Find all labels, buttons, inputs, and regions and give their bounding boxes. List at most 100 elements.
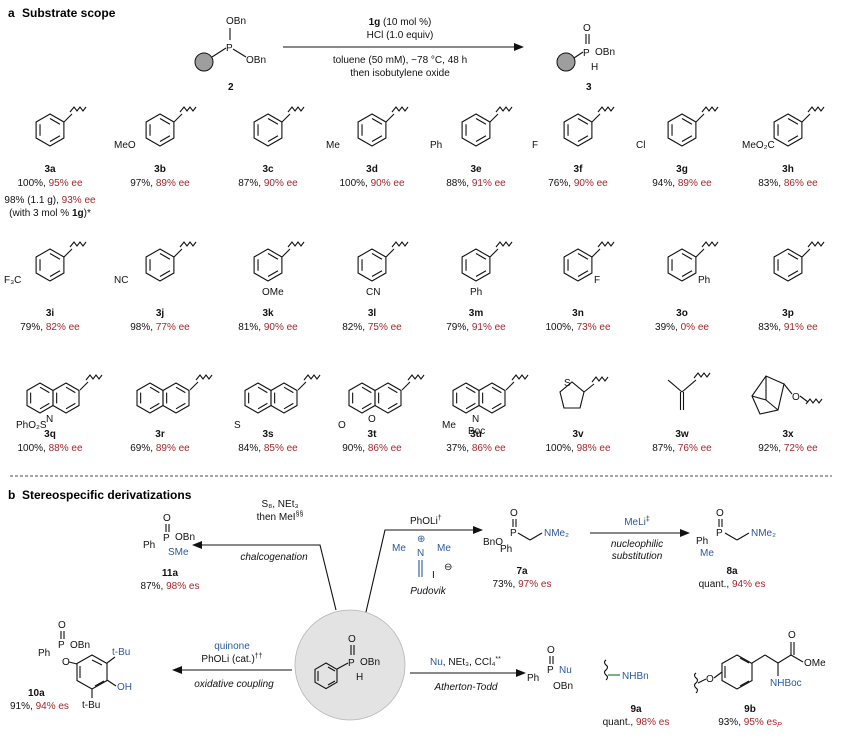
3a-catalyst-loading: (with 3 mol % 1g)*: [9, 208, 91, 219]
compound-yield: 39%, 0% ee: [655, 322, 709, 333]
atom-tbu: t-Bu: [82, 700, 100, 711]
compound-label: 3e: [470, 164, 482, 175]
atom-obn: OBn: [70, 640, 90, 651]
compound-10a: Ph P O OBn O t-Bu OH t-Bu 10a 91%, 94% e…: [10, 620, 132, 712]
atom-obn: OBn: [246, 55, 266, 66]
atom-ph: Ph: [143, 540, 155, 551]
atom-o: O: [716, 508, 724, 519]
atom-o: O: [58, 620, 66, 631]
compound-3: P O OBn H 3: [556, 23, 615, 93]
reaction-arrow-a: 1g (10 mol %) HCl (1.0 equiv) toluene (5…: [283, 17, 524, 79]
atom-ph: Ph: [527, 673, 539, 684]
atom-substituent: PhO₂S: [16, 420, 47, 431]
compound-yield: 87%, 90% ee: [238, 178, 298, 189]
compound-label: 2: [228, 82, 234, 93]
reagent-hcl: HCl (1.0 equiv): [367, 30, 434, 41]
atom-h: H: [356, 672, 363, 683]
compound-label: 3g: [676, 164, 688, 175]
atom-ph: Ph: [500, 544, 512, 555]
compound-label: 7a: [516, 566, 528, 577]
compound-yield: 84%, 85% ee: [238, 443, 298, 454]
compound-yield: 81%, 90% ee: [238, 322, 298, 333]
atom-p: P: [58, 640, 65, 651]
atom-substituent: Ph: [698, 275, 710, 286]
atom-heteroatom: N: [472, 414, 479, 425]
compound-label: 3s: [262, 429, 274, 440]
compound-label: 3x: [782, 429, 794, 440]
atom-p: P: [547, 665, 554, 676]
compound-yield: 69%, 89% ee: [130, 443, 190, 454]
compound-8a: Ph P O Me NMe₂ 8a quant., 94% es: [696, 508, 776, 590]
pudovik-label: Pudovik: [410, 586, 447, 597]
atom-i: I: [432, 570, 435, 581]
compound-label: 9a: [630, 704, 642, 715]
compound-label: 10a: [28, 688, 45, 699]
atom-o: O: [62, 657, 70, 668]
compound-label: 3v: [572, 429, 584, 440]
compound-yield: 91%, 94% es: [10, 701, 69, 712]
atom-substituent: Ph: [470, 287, 482, 298]
compound-yield: 76%, 90% ee: [548, 178, 608, 189]
oxidative-coupling-label: oxidative coupling: [194, 679, 274, 690]
atom-o: O: [348, 634, 356, 645]
reagent-s8: S₈, NEt₃: [261, 499, 298, 510]
3a-gram-scale: 98% (1.1 g), 93% ee: [4, 195, 96, 206]
compound-label: 3d: [366, 164, 378, 175]
compound-nu-product: Ph P O Nu OBn: [527, 645, 573, 692]
compound-9a: NHBn 9a quant., 98% es: [603, 659, 669, 728]
charge-minus: ⊖: [444, 562, 452, 573]
charge-plus: ⊕: [417, 534, 425, 545]
atom-p: P: [510, 528, 517, 539]
compound-9b: O O OMe NHBoc 9b 93%, 95% esP: [693, 630, 826, 729]
grey-ball-icon: [556, 52, 576, 72]
compound-yield: 83%, 91% ee: [758, 322, 818, 333]
compound-yield: 88%, 91% ee: [446, 178, 506, 189]
atom-substituent: Me: [326, 140, 340, 151]
atom-n: N: [417, 548, 424, 559]
pudovik-arrow: PhOLi† Me ⊕ N Me I ⊖ Pudovik: [365, 515, 483, 613]
atherton-todd-label: Atherton-Todd: [433, 682, 497, 693]
compound-label: 3o: [676, 308, 688, 319]
atom-o: O: [510, 508, 518, 519]
panel-a-title: Substrate scope: [22, 6, 116, 20]
compound-yield: 100%, 95% ee: [17, 178, 82, 189]
atom-heteroatom: O: [368, 414, 376, 425]
compound-label: 11a: [162, 568, 179, 579]
compound-label: 3: [586, 82, 592, 93]
atom-substituent: CN: [366, 287, 380, 298]
compound-label: 3q: [44, 429, 56, 440]
reagent-1g: 1g (10 mol %): [369, 17, 432, 28]
compound-yield: 79%, 82% ee: [20, 322, 80, 333]
atom-p: P: [583, 48, 590, 59]
atom-obn: OBn: [553, 681, 573, 692]
panel-a-letter: a: [8, 6, 15, 20]
compound-label: 3j: [156, 308, 165, 319]
atom-sme: SMe: [168, 547, 189, 558]
atom-obn: OBn: [175, 532, 195, 543]
atom-oh: OH: [117, 682, 132, 693]
atom-nme2: NMe₂: [544, 528, 569, 539]
compound-11a: Ph P O OBn SMe 11a 87%, 98% es: [141, 513, 200, 592]
condition-line-2: then isobutylene oxide: [350, 68, 450, 79]
compound-label: 9b: [744, 704, 756, 715]
compound-label: 3l: [368, 308, 377, 319]
compound-label: 3m: [469, 308, 484, 319]
compound-label: 3b: [154, 164, 166, 175]
atom-p: P: [226, 43, 233, 54]
compound-label: 3c: [262, 164, 274, 175]
atom-o: O: [547, 645, 555, 656]
atom-heteroatom: N: [46, 414, 53, 425]
compound-2: P OBn OBn 2: [194, 16, 266, 93]
compound-label: 3n: [572, 308, 584, 319]
atom-substituent: F₃C: [4, 275, 21, 286]
